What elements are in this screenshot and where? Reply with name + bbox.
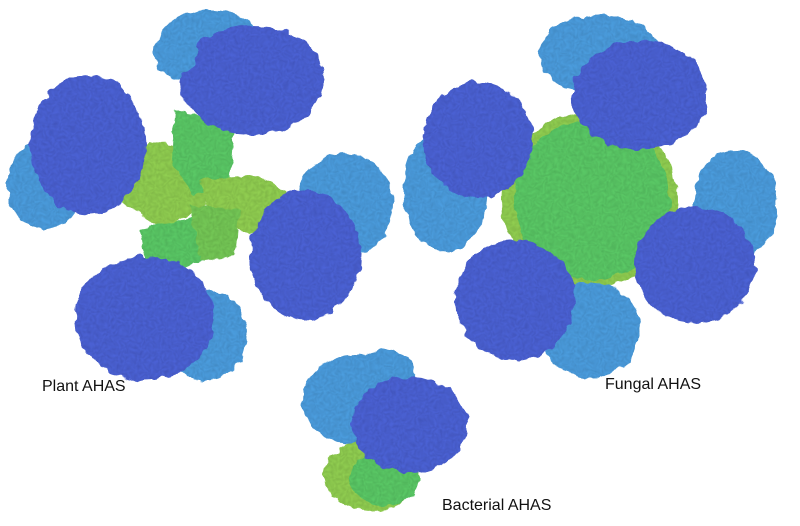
fungal-catalytic-top — [538, 15, 708, 150]
fungal-ahas-label: Fungal AHAS — [605, 376, 702, 393]
plant-catalytic-top — [153, 10, 324, 135]
plant-catalytic-right — [250, 153, 393, 320]
fungal-ahas-complex — [403, 15, 777, 378]
fungal-catalytic-left — [403, 82, 533, 252]
plant-catalytic-left — [7, 75, 146, 230]
plant-ahas-label: Plant AHAS — [42, 378, 126, 395]
bacterial-ahas-complex — [303, 350, 468, 511]
plant-ahas-complex — [7, 10, 393, 380]
fungal-catalytic-right — [635, 150, 777, 323]
fungal-regulatory-core — [502, 112, 678, 288]
bacterial-ahas-label: Bacterial AHAS — [442, 497, 552, 514]
fungal-catalytic-bottom — [455, 240, 640, 378]
plant-catalytic-bottom — [75, 256, 247, 380]
bacterial-catalytic-front — [352, 377, 468, 473]
plant-regulatory-core — [110, 110, 290, 270]
